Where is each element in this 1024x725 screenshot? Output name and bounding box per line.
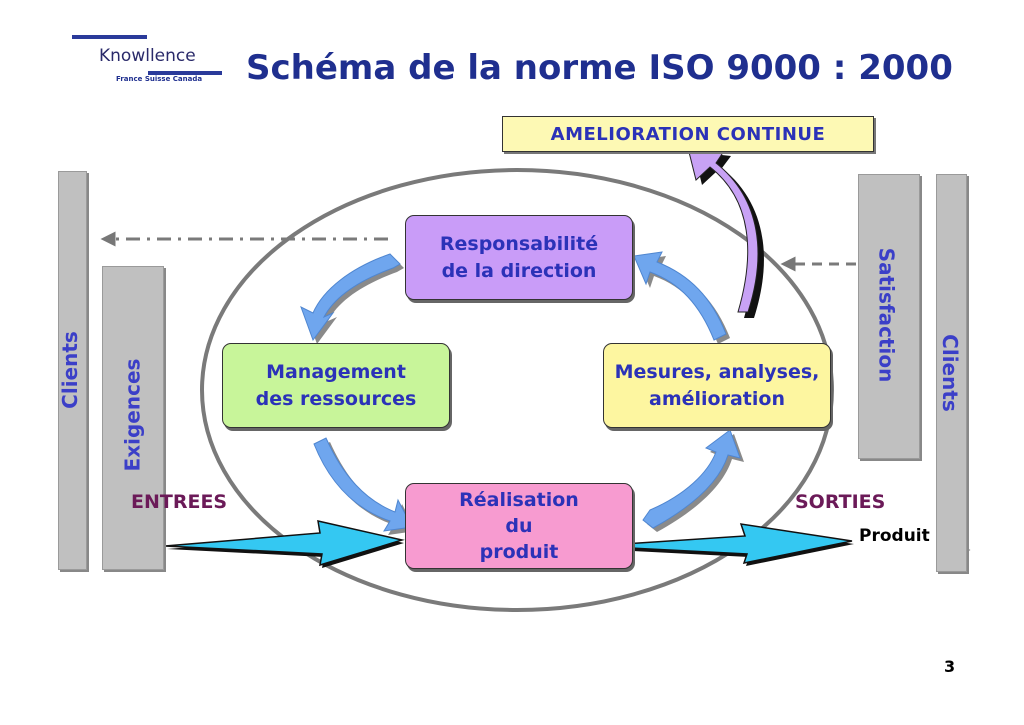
management-line2: des ressources	[255, 387, 417, 410]
clients-label-left: Clients	[58, 331, 82, 409]
logo-bar-top	[72, 35, 147, 39]
exigences-bar	[102, 266, 164, 570]
clients-label-right: Clients	[938, 334, 962, 412]
box-realisation: Réalisation du produit	[405, 483, 633, 569]
logo-name: Knowllence	[99, 46, 196, 66]
clients-bar-left	[58, 171, 87, 570]
clients-label-right-wrap: Clients	[850, 334, 1024, 412]
output-arrow	[591, 523, 853, 564]
responsabilite-line2: de la direction	[441, 259, 597, 282]
realisation-line2: du	[505, 515, 533, 537]
process-ellipse	[200, 168, 834, 612]
clients-bar-right	[936, 174, 967, 572]
satisfaction-bar	[858, 174, 920, 459]
exigences-label: Exigences	[120, 358, 144, 472]
realisation-line1: Réalisation	[459, 489, 579, 511]
sorties-label: SORTIES	[795, 491, 886, 513]
page-number: 3	[944, 657, 956, 676]
box-mesures: Mesures, analyses, amélioration	[603, 343, 831, 428]
amelioration-continue-box: AMELIORATION CONTINUE	[502, 116, 874, 152]
cycle-arrow-top-left	[300, 253, 401, 342]
clients-label-left-wrap: Clients	[0, 331, 170, 409]
responsabilite-line1: Responsabilité	[439, 232, 599, 255]
produit-label: Produit	[859, 526, 930, 546]
entrees-label: ENTREES	[131, 491, 228, 513]
mesures-line2: amélioration	[649, 387, 785, 410]
cycle-arrow-top-right	[633, 251, 727, 341]
realisation-line3: produit	[479, 541, 559, 563]
logo-bar-bottom	[148, 71, 222, 75]
logo-subtitle: France Suisse Canada	[116, 75, 203, 83]
input-arrow	[164, 520, 405, 567]
cycle-arrow-bottom-right	[642, 429, 741, 529]
satisfaction-label-wrap: Satisfaction	[786, 248, 986, 383]
box-management: Management des ressources	[222, 343, 450, 428]
cycle-arrow-bottom-left	[313, 437, 413, 532]
box-responsabilite: Responsabilité de la direction	[405, 215, 633, 300]
exigences-label-wrap: Exigences	[32, 359, 232, 472]
improvement-arrow	[687, 147, 759, 313]
mesures-line1: Mesures, analyses,	[614, 360, 820, 383]
management-line1: Management	[266, 360, 406, 383]
page-title: Schéma de la norme ISO 9000 : 2000	[246, 48, 953, 88]
